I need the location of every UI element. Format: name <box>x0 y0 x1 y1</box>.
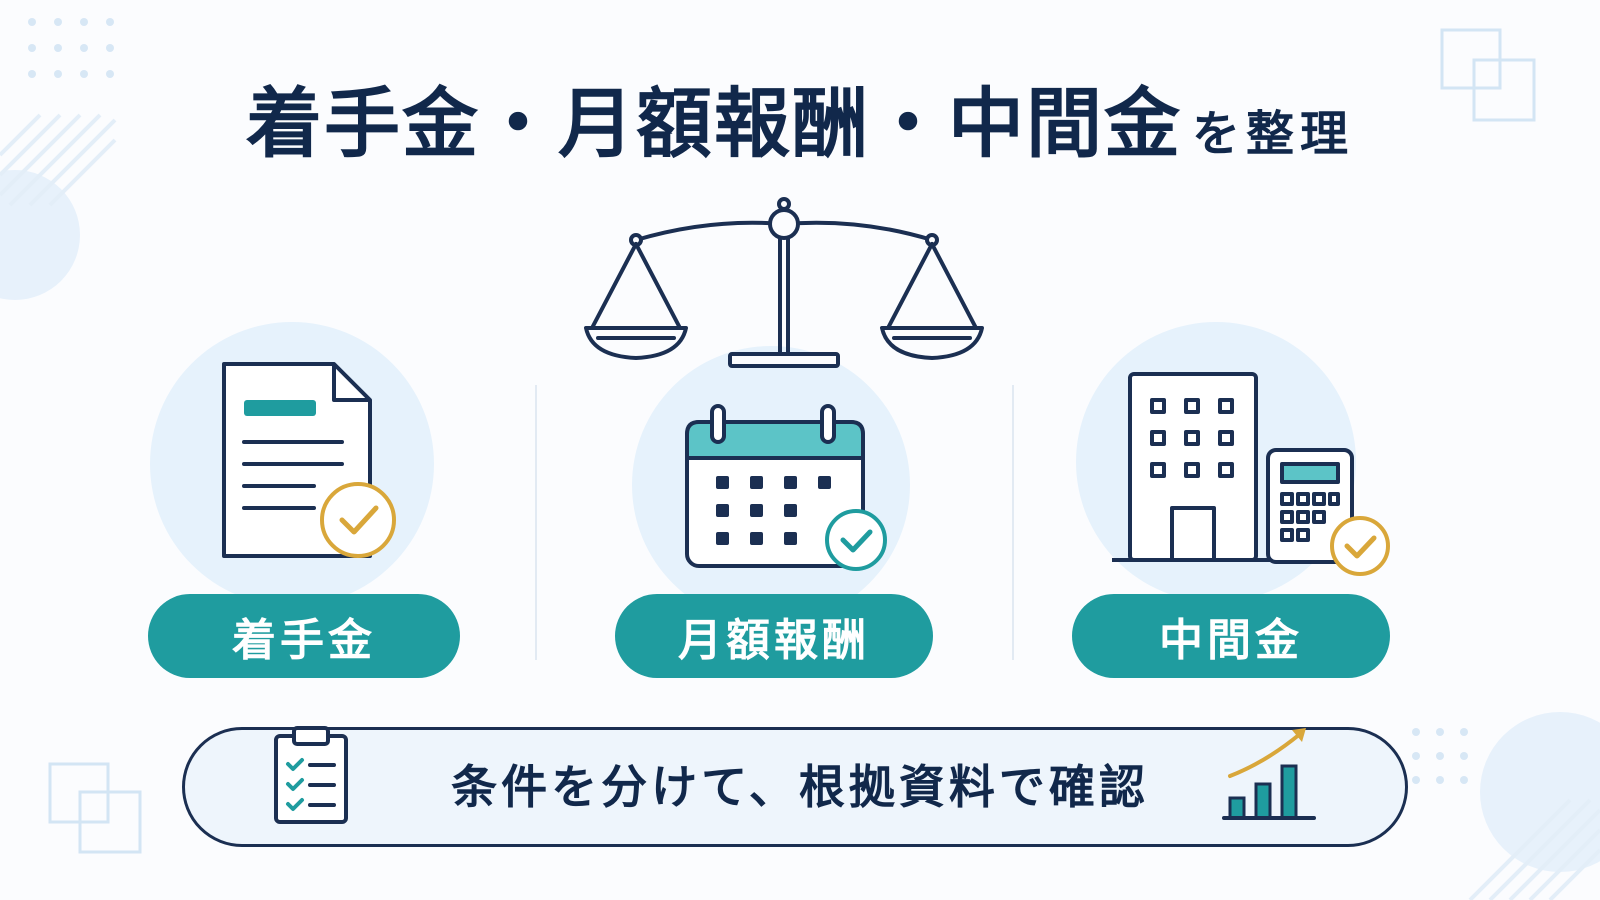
document-check-icon <box>222 362 396 558</box>
building-calculator-icon <box>1112 372 1390 576</box>
checklist-clipboard-icon <box>274 726 348 824</box>
bar-chart-growth-icon <box>1222 728 1316 820</box>
page-title: 着手金・月額報酬・中間金を整理 <box>0 62 1600 192</box>
scales-of-justice-icon <box>584 197 984 368</box>
deco-circle-right <box>1480 712 1600 872</box>
deco-stripes-left <box>0 113 117 207</box>
label-pill-chukankin: 中間金 <box>1072 594 1390 678</box>
pill-label-1: 着手金 <box>232 615 376 666</box>
dot-grid-bottom-right <box>1412 728 1468 784</box>
deco-squares-bottom-left <box>48 762 142 854</box>
column-divider-1 <box>535 385 537 660</box>
title-sub: を整理 <box>1191 106 1354 162</box>
dot-grid-top-left <box>28 18 114 78</box>
column-divider-2 <box>1012 385 1014 660</box>
label-pill-getsugaku-hoshu: 月額報酬 <box>615 594 933 678</box>
calendar-check-icon <box>685 404 887 571</box>
pill-label-3: 中間金 <box>1159 615 1303 666</box>
pill-label-2: 月額報酬 <box>678 615 870 666</box>
bottom-summary-text: 条件を分けて、根拠資料で確認 <box>451 760 1149 814</box>
bottom-summary-bar <box>182 727 1408 847</box>
deco-squares-top-right <box>1440 28 1536 122</box>
title-main: 着手金・月額報酬・中間金 <box>245 79 1182 168</box>
label-pill-chakushukin: 着手金 <box>148 594 460 678</box>
deco-stripes-right <box>1468 798 1600 900</box>
